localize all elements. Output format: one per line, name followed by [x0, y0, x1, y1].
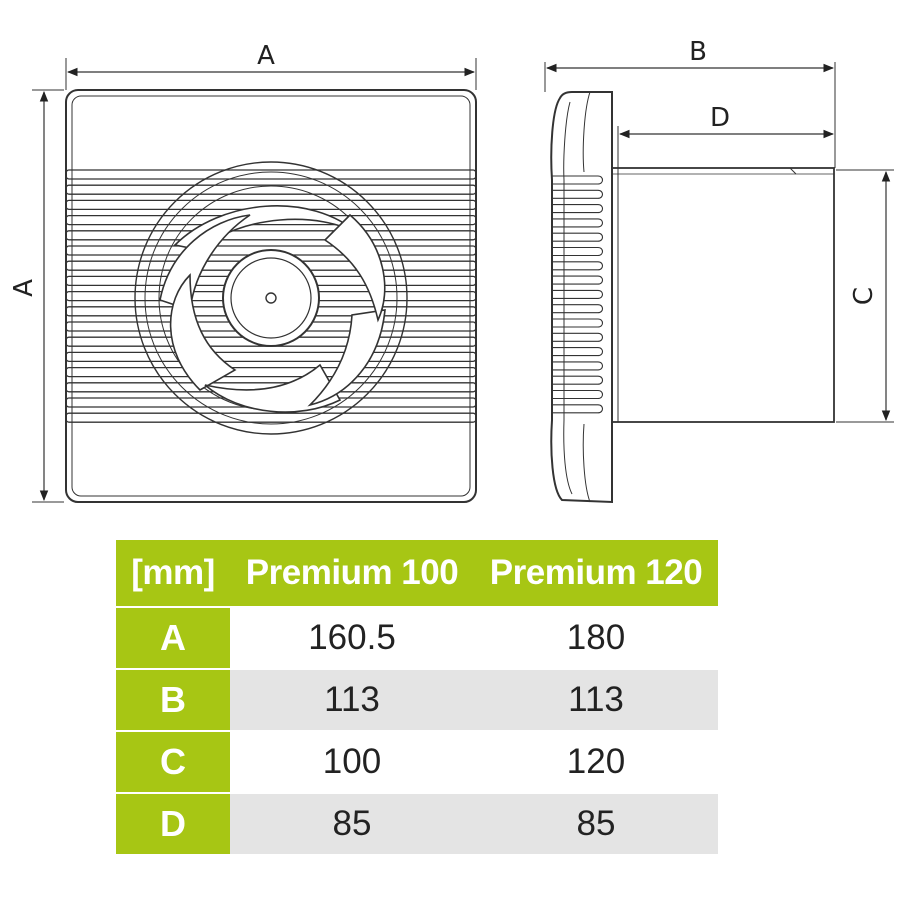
table-row: A 160.5 180 — [116, 606, 718, 669]
dimension-a-width-label: A — [257, 41, 275, 71]
side-view — [544, 62, 894, 504]
unit-header: [mm] — [116, 540, 230, 607]
front-view — [32, 58, 477, 503]
table-cell: 180 — [474, 606, 718, 669]
louvre-ridge — [552, 332, 604, 342]
louvre-ridge — [552, 289, 604, 299]
dimension-d-label: D — [710, 103, 730, 133]
side-louvre-ridges — [552, 175, 604, 414]
louvre-ridge — [552, 389, 604, 400]
row-label: B — [116, 668, 230, 731]
louvre-ridge — [552, 361, 604, 371]
louvre-slat — [65, 366, 477, 378]
dimension-a-height-label: A — [9, 279, 39, 297]
row-label: A — [116, 606, 230, 669]
model-header-premium-100: Premium 100 — [230, 540, 474, 607]
table-header-row: [mm] Premium 100 Premium 120 — [116, 540, 718, 607]
louvre-ridge — [552, 175, 604, 185]
table-cell: 85 — [474, 792, 718, 854]
model-header-premium-120: Premium 120 — [474, 540, 718, 607]
louvre-ridge — [552, 275, 604, 285]
louvre-ridge — [552, 404, 604, 414]
table-cell: 113 — [230, 668, 474, 731]
louvre-slat — [65, 184, 477, 195]
dimension-b-label: B — [689, 37, 707, 67]
louvre-ridge — [552, 304, 604, 314]
table-row: D 85 85 — [116, 792, 718, 854]
table-cell: 100 — [230, 730, 474, 793]
dimension-c-label: C — [849, 287, 879, 305]
row-label: D — [116, 792, 230, 854]
row-label: C — [116, 730, 230, 793]
louvre-ridge — [552, 318, 604, 328]
louvre-slat — [65, 351, 477, 363]
table-cell: 85 — [230, 792, 474, 854]
table-cell: 120 — [474, 730, 718, 793]
louvre-ridge — [552, 204, 604, 214]
louvre-ridge — [552, 347, 604, 357]
louvre-slat — [65, 412, 477, 423]
technical-drawing: A A B D C — [9, 37, 894, 504]
louvre-ridge — [552, 218, 604, 228]
louvre-slat — [65, 169, 477, 180]
table-cell: 160.5 — [230, 606, 474, 669]
louvre-slat — [65, 230, 477, 241]
louvre-ridge — [552, 189, 604, 199]
dimensions-table: [mm] Premium 100 Premium 120 A 160.5 180… — [116, 540, 718, 854]
table-row: C 100 120 — [116, 730, 718, 793]
louvre-ridge — [552, 232, 604, 242]
louvre-ridge — [552, 261, 604, 271]
louvre-ridge — [552, 246, 604, 257]
table-row: B 113 113 — [116, 668, 718, 731]
table-cell: 113 — [474, 668, 718, 731]
louvre-ridge — [552, 375, 604, 385]
